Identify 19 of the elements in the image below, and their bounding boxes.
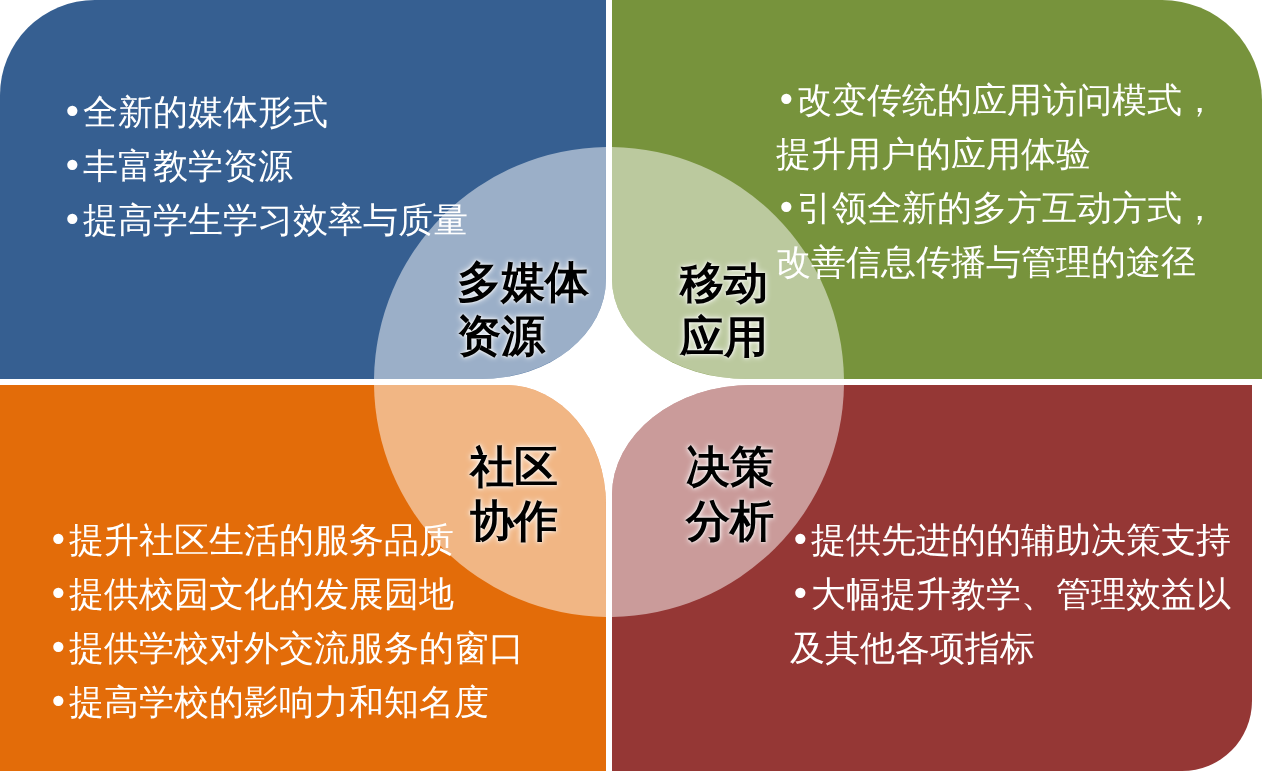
bullet-item: •提升社区生活的服务品质 [48,519,454,562]
bullet-item: •提供校园文化的发展园地 [48,573,454,616]
quadrant-panel [0,385,606,771]
bullet-item: •提供先进的的辅助决策支持 [790,519,1231,562]
bullet-item: •改变传统的应用访问模式，提升用户的应用体验 [776,79,1218,176]
quadrant-panel [0,0,606,379]
category-title: 移动应用 [680,256,769,364]
bullet-item: •丰富教学资源 [62,145,293,188]
bullet-item: •提高学校的影响力和知名度 [48,681,489,724]
bullet-item: •大幅提升教学、管理效益以及其他各项指标 [790,573,1232,670]
category-title: 多媒体资源 [457,255,590,363]
bullet-item: •全新的媒体形式 [62,91,328,134]
bullet-item: •提高学生学习效率与质量 [62,199,468,242]
bullet-item: •提供学校对外交流服务的窗口 [48,627,524,670]
category-title: 决策分析 [686,440,775,548]
category-title: 社区协作 [470,440,559,548]
quadrant-panel [612,0,1262,379]
bullet-item: •引领全新的多方互动方式，改善信息传播与管理的途径 [776,187,1218,284]
quadrant-panel [612,385,1252,771]
